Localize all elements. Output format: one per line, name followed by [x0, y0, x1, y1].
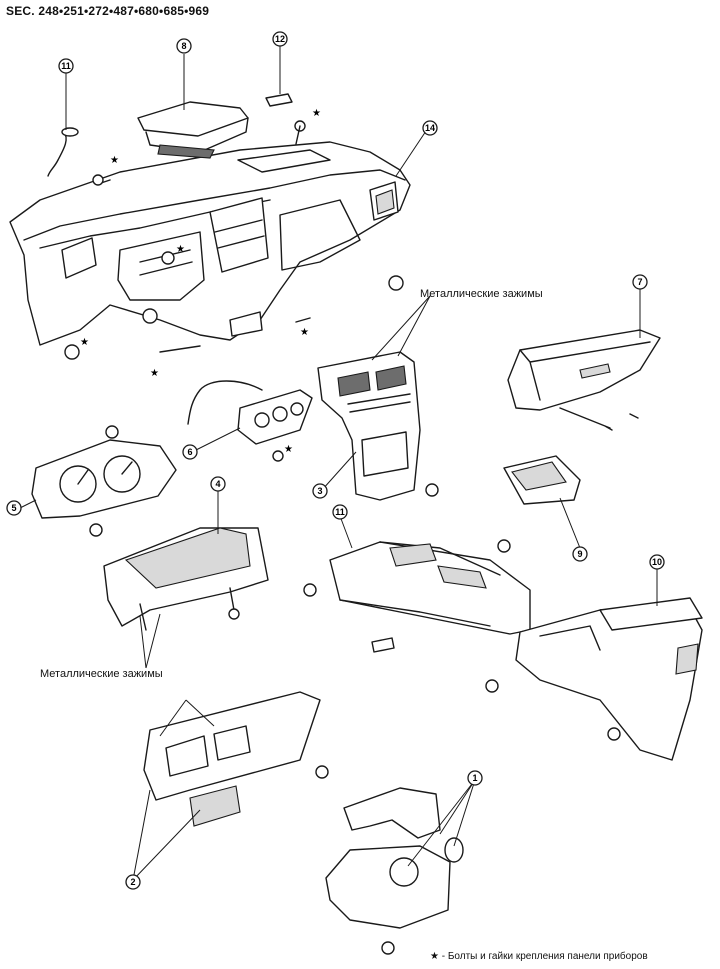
callout-9: 9: [572, 546, 588, 562]
svg-text:9: 9: [577, 549, 582, 559]
shift-cover-part: [503, 455, 581, 505]
svg-text:★: ★: [284, 444, 293, 455]
heater-control-part: [187, 380, 313, 462]
top-cover-part: [137, 101, 249, 159]
callout-10: 10: [649, 554, 665, 570]
callout-12-top: 12: [272, 31, 288, 47]
metal-clips-label-left: Металлические зажимы: [40, 668, 163, 680]
svg-text:11: 11: [61, 61, 71, 71]
legend: ★ - Болты и гайки крепления панели прибо…: [430, 950, 648, 963]
glove-box-part: [507, 329, 661, 431]
section-code: SEC. 248•251•272•487•680•685•969: [6, 4, 210, 18]
callout-6: 6: [182, 444, 198, 460]
svg-text:★: ★: [110, 155, 119, 166]
console-part: [303, 539, 531, 653]
svg-text:5: 5: [11, 503, 16, 513]
legend-text: - Болты и гайки крепления панели приборо…: [441, 951, 648, 962]
callout-3: 3: [312, 483, 328, 499]
callout-4: 4: [210, 476, 226, 492]
svg-text:3: 3: [317, 486, 322, 496]
svg-text:★: ★: [150, 368, 159, 379]
callout-leaders: [19, 46, 658, 881]
legend-star-icon: ★: [430, 951, 439, 962]
svg-text:11: 11: [335, 507, 345, 517]
svg-text:4: 4: [215, 479, 220, 489]
combination-meter-part: [31, 425, 177, 537]
callout-1: 1: [467, 770, 483, 786]
svg-text:2: 2: [130, 877, 135, 887]
callout-11: 11: [332, 504, 348, 520]
svg-text:★: ★: [80, 337, 89, 348]
svg-text:★: ★: [176, 244, 185, 255]
meter-hood-part: [103, 527, 269, 631]
svg-text:1: 1: [472, 773, 477, 783]
svg-text:6: 6: [187, 447, 192, 457]
callout-2: 2: [125, 874, 141, 890]
svg-text:10: 10: [652, 557, 662, 567]
svg-text:12: 12: [275, 34, 285, 44]
callout-7: 7: [632, 274, 648, 290]
column-cover-part: [325, 787, 464, 955]
svg-text:7: 7: [637, 277, 642, 287]
callout-12-left: 11: [58, 58, 74, 74]
svg-text:★: ★: [312, 108, 321, 119]
rear-console-part: [485, 597, 703, 761]
metal-clips-label-top: Металлические зажимы: [420, 288, 543, 300]
callout-5: 5: [6, 500, 22, 516]
callout-8: 8: [176, 38, 192, 54]
svg-text:★: ★: [300, 327, 309, 338]
svg-text:14: 14: [425, 123, 435, 133]
lower-panel-part: [143, 691, 329, 827]
callout-14: 14: [422, 120, 438, 136]
center-bezel-part: [317, 351, 439, 501]
instrument-panel-part: [9, 120, 411, 360]
svg-text:8: 8: [181, 41, 186, 51]
